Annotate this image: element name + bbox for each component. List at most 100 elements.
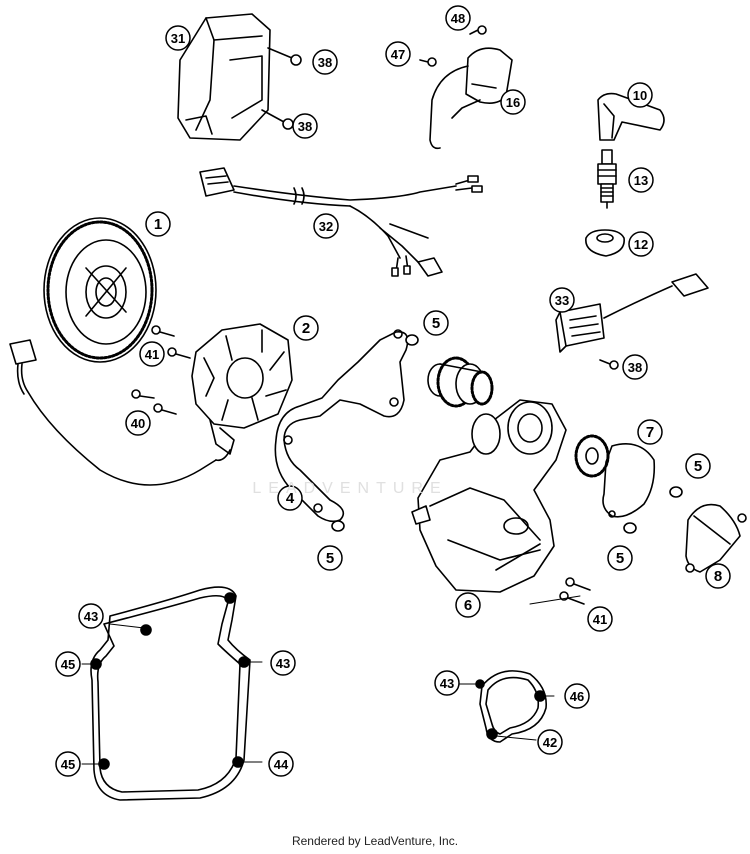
callout-number: 12 <box>634 237 648 252</box>
callout-circle <box>312 49 338 75</box>
callout-number: 43 <box>84 609 98 624</box>
small-cover-8 <box>685 503 747 573</box>
callout-number: 7 <box>646 424 654 441</box>
bolts-40 <box>131 389 177 415</box>
grommet <box>585 229 625 257</box>
callout-circle <box>434 670 460 696</box>
callout-number: 43 <box>276 656 290 671</box>
callout-circle <box>627 82 653 108</box>
stator <box>191 323 293 462</box>
callout-circle <box>78 603 104 629</box>
callout-c5b: 5 <box>317 545 343 571</box>
bolt-38-lower <box>261 109 294 130</box>
callout-c48: 48 <box>445 5 471 31</box>
callout-number: 40 <box>131 416 145 431</box>
callout-number: 4 <box>286 490 295 507</box>
callout-c38b: 38 <box>292 113 318 139</box>
watermark: LEADVENTURE <box>252 480 448 497</box>
callout-c43a: 43 <box>78 603 104 629</box>
stator-cable <box>9 339 217 486</box>
callout-circle <box>145 211 171 237</box>
callout-number: 1 <box>154 216 162 233</box>
callout-c5c: 5 <box>685 453 711 479</box>
callout-c45b: 45 <box>55 751 81 777</box>
callout-number: 33 <box>555 293 569 308</box>
callout-c5a: 5 <box>423 310 449 336</box>
starter-gear-set <box>427 356 494 408</box>
callout-number: 43 <box>440 676 454 691</box>
callout-number: 45 <box>61 757 75 772</box>
callout-number: 2 <box>302 320 310 337</box>
callout-circle <box>268 751 294 777</box>
callout-circle <box>628 167 654 193</box>
small-cover-gasket <box>475 670 547 743</box>
callout-c46: 46 <box>564 683 590 709</box>
callout-circle <box>549 287 575 313</box>
callout-circle <box>313 213 339 239</box>
callout-c2: 2 <box>293 315 319 341</box>
spark-plug <box>597 149 617 209</box>
callout-circle <box>423 310 449 336</box>
callout-c42: 42 <box>537 729 563 755</box>
callout-c41a: 41 <box>139 341 165 367</box>
callout-number: 32 <box>319 219 333 234</box>
callout-circle <box>317 545 343 571</box>
callout-number: 38 <box>318 55 332 70</box>
footer-credit: Rendered by LeadVenture, Inc. <box>291 834 459 848</box>
callout-circle <box>125 410 151 436</box>
callout-circle <box>293 315 319 341</box>
callout-circle <box>607 545 633 571</box>
callout-circle <box>587 606 613 632</box>
callout-c44: 44 <box>268 751 294 777</box>
callout-c4: 4 <box>277 485 303 511</box>
callout-number: 41 <box>593 612 607 627</box>
callout-circle <box>537 729 563 755</box>
bolts-41-right <box>559 577 591 605</box>
callout-c10: 10 <box>627 82 653 108</box>
callout-circle <box>270 650 296 676</box>
callout-number: 38 <box>298 119 312 134</box>
callout-number: 48 <box>451 11 465 26</box>
callout-c16: 16 <box>500 89 526 115</box>
callout-c38c: 38 <box>622 354 648 380</box>
ignition-cover-gasket <box>274 329 409 523</box>
callout-number: 6 <box>464 597 472 614</box>
callout-c33: 33 <box>549 287 575 313</box>
callout-c32: 32 <box>313 213 339 239</box>
ignition-coil <box>419 25 513 150</box>
callout-circle <box>55 751 81 777</box>
callout-c1: 1 <box>145 211 171 237</box>
callout-c13: 13 <box>628 167 654 193</box>
callout-number: 5 <box>616 550 624 567</box>
callout-c45a: 45 <box>55 651 81 677</box>
callout-circle <box>277 485 303 511</box>
flywheel-rotor <box>43 217 157 363</box>
callout-number: 41 <box>145 347 159 362</box>
callout-number: 42 <box>543 735 557 750</box>
gasket-7 <box>602 443 656 518</box>
callout-number: 5 <box>432 315 440 332</box>
callout-circle <box>139 341 165 367</box>
callout-circle <box>385 41 411 67</box>
callout-c43b: 43 <box>270 650 296 676</box>
bolt-38-upper <box>267 47 302 66</box>
callout-number: 13 <box>634 173 648 188</box>
callout-circle <box>445 5 471 31</box>
leader-lines <box>81 595 581 765</box>
callout-circle <box>705 563 731 589</box>
ignition-cover <box>411 399 567 593</box>
callout-number: 46 <box>570 689 584 704</box>
callout-c40: 40 <box>125 410 151 436</box>
callout-c41b: 41 <box>587 606 613 632</box>
callout-number: 44 <box>274 757 289 772</box>
callout-circle <box>628 231 654 257</box>
ignition-control-unit <box>177 13 271 141</box>
callout-circle <box>685 453 711 479</box>
callout-circle <box>55 651 81 677</box>
callout-c31: 31 <box>165 25 191 51</box>
callout-c12: 12 <box>628 231 654 257</box>
callout-circle <box>637 419 663 445</box>
callout-c47: 47 <box>385 41 411 67</box>
callout-c43c: 43 <box>434 670 460 696</box>
